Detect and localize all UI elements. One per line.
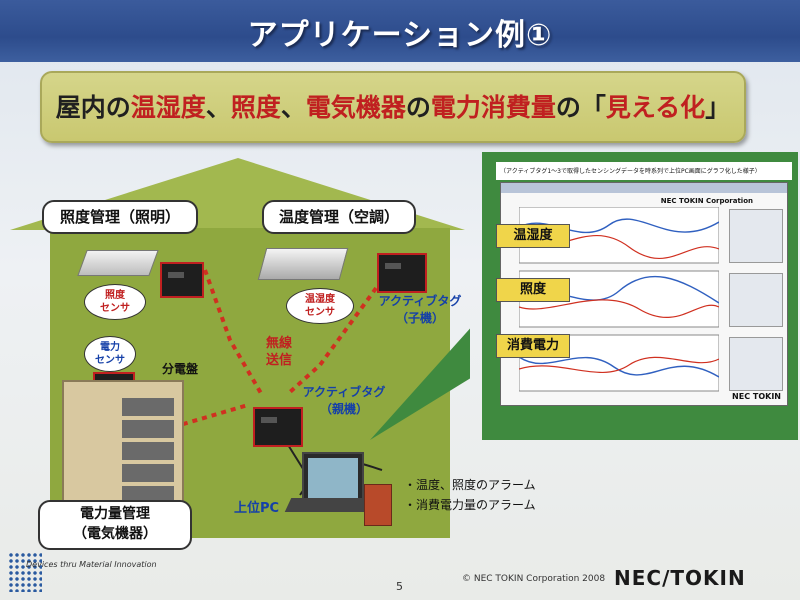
dot-pattern xyxy=(8,552,42,592)
active-child-line: （子機） xyxy=(370,309,470,326)
banner-part: の xyxy=(406,93,431,122)
side-panel xyxy=(729,273,783,327)
temp-sensor-line: センサ xyxy=(287,306,353,319)
banner-part: 見える化 xyxy=(606,93,705,122)
laptop-display xyxy=(308,458,358,498)
banner-part: 電気機器 xyxy=(306,93,406,122)
banner-part: の「 xyxy=(556,93,606,122)
temp-callout: 温度管理（空調） xyxy=(262,200,416,234)
banner-part: 照度 xyxy=(231,93,281,122)
temp-sensor-line: 温湿度 xyxy=(287,293,353,306)
active-tag-child-label: アクティブタグ （子機） xyxy=(370,292,470,326)
page-number: 5 xyxy=(396,580,403,593)
power-callout: 電力量管理 （電気機器） xyxy=(38,500,192,550)
active-parent-line: （親機） xyxy=(294,400,394,417)
side-panel xyxy=(729,209,783,263)
banner-part: 、 xyxy=(281,93,306,122)
power-sensor-line: 電力 xyxy=(85,341,135,354)
copyright: © NEC TOKIN Corporation 2008 xyxy=(462,574,605,584)
wireless-line: 送信 xyxy=(262,352,296,369)
lighting-callout: 照度管理（照明） xyxy=(42,200,198,234)
ceiling-light xyxy=(77,250,158,276)
power-sensor-label: 電力 センサ xyxy=(84,336,136,372)
breaker-grid xyxy=(122,398,174,504)
label-illuminance: 照度 xyxy=(496,278,570,302)
lux-sensor-line: センサ xyxy=(85,302,145,315)
window-titlebar xyxy=(501,183,787,193)
active-tag-parent-device xyxy=(253,407,303,447)
temp-sensor-label: 温湿度 センサ xyxy=(286,288,354,324)
label-temp-humidity: 温湿度 xyxy=(496,224,570,248)
alarm-item: ・消費電力量のアラーム xyxy=(404,496,536,513)
active-child-line: アクティブタグ xyxy=(370,292,470,309)
banner-part: 、 xyxy=(206,93,231,122)
lux-sensor-device xyxy=(160,262,204,298)
window-brand: NEC TOKIN Corporation xyxy=(661,197,753,205)
active-parent-line: アクティブタグ xyxy=(294,383,394,400)
footer-tagline: Devices thru Material Innovation xyxy=(26,560,157,569)
banner-part: 屋内の xyxy=(56,93,131,122)
active-tag-parent-label: アクティブタグ （親機） xyxy=(294,383,394,417)
laptop-screen xyxy=(302,452,364,504)
slide-title: アプリケーション例① xyxy=(0,10,800,54)
panel-label: 分電盤 xyxy=(162,360,198,377)
banner-part: 温湿度 xyxy=(131,93,206,122)
banner-text: 屋内の温湿度、照度、電気機器の電力消費量の「見える化」 xyxy=(40,88,746,124)
temp-sensor-device xyxy=(377,253,427,293)
lux-sensor-label: 照度 センサ xyxy=(84,284,146,320)
alarm-device xyxy=(364,484,392,526)
label-power-consumption: 消費電力 xyxy=(496,334,570,358)
air-conditioner xyxy=(258,248,349,280)
window-footer-brand: NEC TOKIN xyxy=(732,392,781,401)
laptop-keyboard xyxy=(285,498,374,512)
screen-caption: （アクティブタグ1～3で取得したセンシングデータを時系列で上位PC画面にグラフ化… xyxy=(500,166,790,175)
side-panel xyxy=(729,337,783,391)
banner-part: 電力消費量 xyxy=(431,93,556,122)
wireless-label: 無線 送信 xyxy=(262,335,296,369)
power-callout-line: 電力量管理 xyxy=(40,504,190,524)
pc-label: 上位PC xyxy=(234,497,279,516)
alarm-item: ・温度、照度のアラーム xyxy=(404,476,536,493)
power-callout-line: （電気機器） xyxy=(40,524,190,544)
brand-logo: NEC/TOKIN xyxy=(614,566,746,590)
lux-sensor-line: 照度 xyxy=(85,289,145,302)
banner-part: 」 xyxy=(705,93,730,122)
wireless-line: 無線 xyxy=(262,335,296,352)
power-sensor-line: センサ xyxy=(85,354,135,367)
